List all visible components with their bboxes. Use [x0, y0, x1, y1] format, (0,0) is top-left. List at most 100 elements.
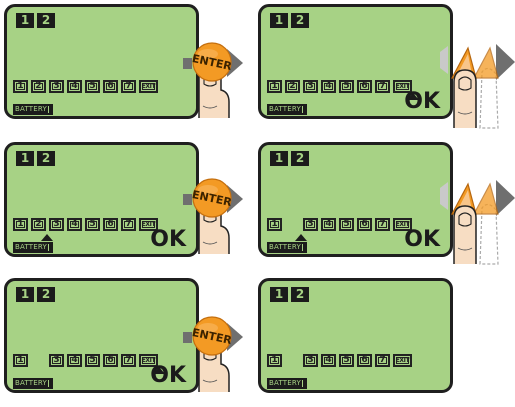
segment-1: 1	[267, 218, 282, 231]
segment-5: 5	[85, 80, 100, 93]
battery-indicator: BATTERY	[267, 242, 307, 253]
segment-4: 4	[67, 354, 82, 367]
enter-press-step: ENTER	[183, 178, 243, 254]
battery-indicator: BATTERY	[13, 242, 53, 253]
segment-1: 1	[267, 80, 282, 93]
segment-exit: EXIT	[393, 80, 412, 93]
segment-exit: EXIT	[139, 354, 158, 367]
segment-1: 1	[13, 80, 28, 93]
header-digit: 2	[291, 13, 309, 28]
segment-7: 7	[121, 218, 136, 231]
segment-5: 5	[85, 218, 100, 231]
segment-5: 5	[339, 354, 354, 367]
pressing-finger-icon	[453, 205, 477, 264]
segment-4: 4	[67, 218, 82, 231]
step-arrow-tail	[183, 58, 192, 69]
segment-3: 3	[49, 218, 64, 231]
header-digit: 1	[270, 151, 288, 166]
header-digit: 2	[37, 287, 55, 302]
step-arrow-icon	[227, 185, 243, 213]
segment-7: 7	[375, 218, 390, 231]
step-arrow-tail	[183, 194, 192, 205]
segment-3: 3	[303, 354, 318, 367]
segment-5: 5	[85, 354, 100, 367]
ok-indicator: OK	[404, 89, 440, 114]
battery-indicator: BATTERY	[267, 378, 307, 389]
step-arrow-icon	[496, 180, 515, 216]
header-digit: 2	[291, 287, 309, 302]
header-digit: 1	[270, 287, 288, 302]
segment-1: 1	[13, 218, 28, 231]
step-arrow-icon	[227, 323, 243, 351]
step-arrow-tail	[183, 332, 192, 343]
header-digit: 2	[37, 151, 55, 166]
segment-6: 6	[357, 80, 372, 93]
scroll-arrow-tail	[440, 182, 448, 210]
segment-7: 7	[121, 80, 136, 93]
segment-7: 7	[375, 80, 390, 93]
header-digit: 2	[37, 13, 55, 28]
enter-press-step: ENTER	[183, 42, 243, 118]
segment-6: 6	[103, 80, 118, 93]
scroll-arrow-tail	[440, 46, 448, 74]
step-arrow-icon	[227, 49, 243, 77]
segment-6: 6	[357, 354, 372, 367]
pressing-finger-icon	[453, 69, 477, 128]
battery-indicator: BATTERY	[13, 378, 53, 389]
segment-6: 6	[103, 354, 118, 367]
selection-caret	[407, 93, 419, 100]
ok-indicator: OK	[150, 227, 186, 252]
segment-1: 1	[267, 354, 282, 367]
segment-exit: EXIT	[393, 218, 412, 231]
segment-3: 3	[303, 218, 318, 231]
selection-caret	[295, 234, 307, 241]
ok-indicator: OK	[404, 227, 440, 252]
segment-4: 4	[321, 354, 336, 367]
segment-4: 4	[67, 80, 82, 93]
selection-caret	[41, 234, 53, 241]
segment-2: 2	[31, 80, 46, 93]
battery-indicator: BATTERY	[267, 104, 307, 115]
segment-5: 5	[339, 218, 354, 231]
segment-exit: EXIT	[139, 80, 158, 93]
header-digit: 1	[16, 13, 34, 28]
scroll-press-step	[440, 180, 515, 265]
segment-exit: EXIT	[393, 354, 412, 367]
segment-6: 6	[357, 218, 372, 231]
segment-3: 3	[303, 80, 318, 93]
segment-3: 3	[49, 80, 64, 93]
segment-3: 3	[49, 354, 64, 367]
header-digit: 2	[291, 151, 309, 166]
segment-4: 4	[321, 80, 336, 93]
step-arrow-icon	[496, 44, 515, 80]
battery-indicator: BATTERY	[13, 104, 53, 115]
ok-indicator: OK	[150, 363, 186, 388]
selection-caret	[153, 367, 165, 374]
segment-exit: EXIT	[139, 218, 158, 231]
segment-1: 1	[13, 354, 28, 367]
segment-2: 2	[285, 80, 300, 93]
segment-7: 7	[375, 354, 390, 367]
segment-6: 6	[103, 218, 118, 231]
header-digit: 1	[16, 151, 34, 166]
segment-7: 7	[121, 354, 136, 367]
segment-5: 5	[339, 80, 354, 93]
header-digit: 1	[270, 13, 288, 28]
enter-press-step: ENTER	[183, 316, 243, 392]
segment-2: 2	[31, 218, 46, 231]
